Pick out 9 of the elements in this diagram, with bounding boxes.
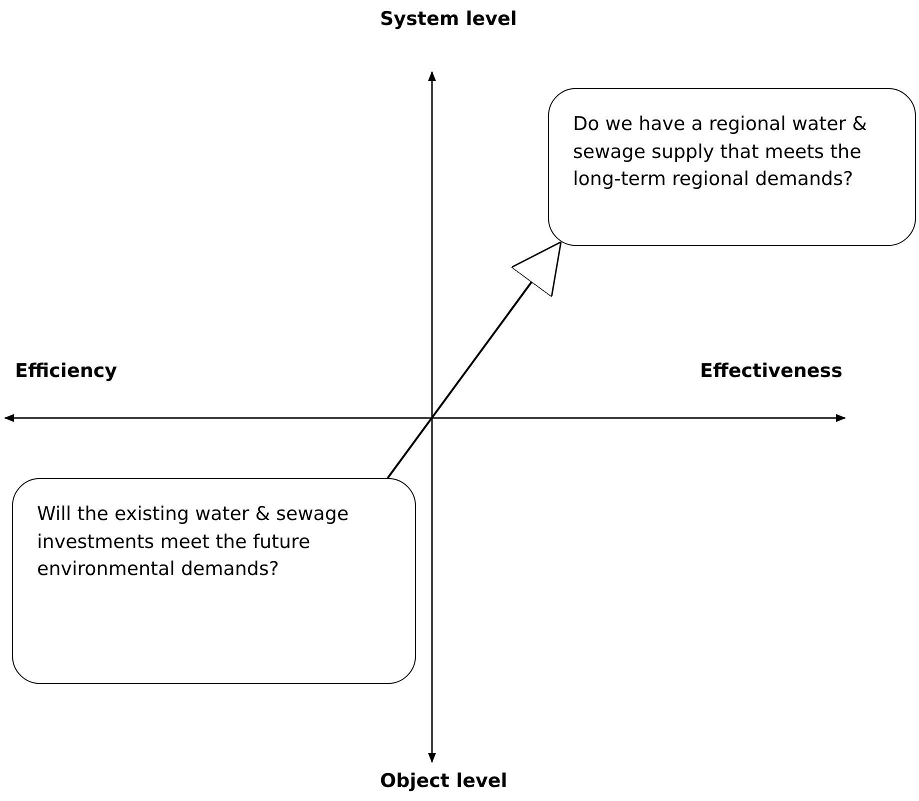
axis-label: Efficiency (15, 360, 118, 382)
axis-label: Object level (380, 770, 508, 792)
question-text: Do we have a regional water & sewage supply that meets the long-term regional demands? (573, 112, 868, 192)
axis-label: Effectiveness (700, 360, 842, 382)
axis-label: System level (380, 8, 517, 30)
question-box (548, 88, 916, 246)
question-box (12, 478, 416, 684)
block-arrow (386, 241, 562, 479)
question-text: Will the existing water & sewage investments meet the future environmental demands? (37, 502, 350, 582)
